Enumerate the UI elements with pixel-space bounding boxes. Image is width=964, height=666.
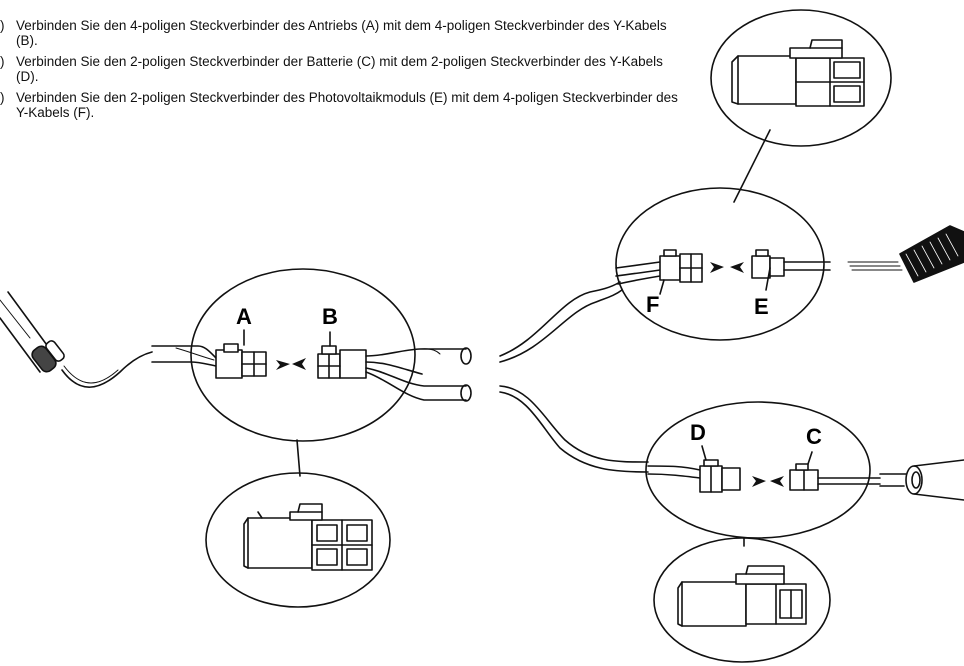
label-b: B bbox=[322, 304, 338, 329]
connector-fe-circle bbox=[615, 187, 825, 341]
step-text: Verbinden Sie den 4-poligen Steckverbind… bbox=[16, 18, 667, 48]
zoom-stem-ab bbox=[296, 439, 301, 477]
connector-d-icon bbox=[647, 445, 741, 493]
label-e: E bbox=[754, 294, 769, 319]
connector-b-icon bbox=[317, 331, 367, 379]
label-f: F bbox=[646, 292, 659, 317]
connector-dc-circle bbox=[645, 401, 871, 539]
pv-module-icon bbox=[847, 225, 964, 283]
motor-tube-icon bbox=[0, 291, 153, 388]
cable-to-battery bbox=[499, 385, 649, 473]
connector-a-icon bbox=[215, 329, 267, 379]
connector-ab-circle bbox=[190, 268, 416, 442]
connect-arrows-ab-icon bbox=[276, 358, 306, 370]
cable-left-a bbox=[151, 345, 217, 367]
instruction-step-3: ) Verbinden Sie den 2-poligen Steckverbi… bbox=[0, 90, 680, 120]
connect-arrows-fe-icon bbox=[710, 262, 744, 273]
label-a: A bbox=[236, 304, 252, 329]
connector-e-icon bbox=[751, 249, 831, 291]
instruction-step-1: ) Verbinden Sie den 4-poligen Steckverbi… bbox=[0, 18, 680, 48]
step-text: Verbinden Sie den 2-poligen Steckverbind… bbox=[16, 54, 663, 84]
step-text: Verbinden Sie den 2-poligen Steckverbind… bbox=[16, 90, 678, 120]
connector-c-icon bbox=[789, 451, 881, 491]
battery-icon bbox=[879, 459, 964, 501]
step-marker: ) bbox=[0, 18, 5, 33]
step-marker: ) bbox=[0, 54, 5, 69]
zoom-connector-4pin-icon bbox=[243, 503, 373, 571]
cable-y-split bbox=[365, 347, 472, 402]
label-d: D bbox=[690, 420, 706, 445]
zoom-circle-connector-fe bbox=[710, 9, 892, 147]
cable-to-pv bbox=[499, 281, 623, 363]
zoom-connector-2pin-bottom-icon bbox=[677, 565, 807, 627]
zoom-circle-connector-ab bbox=[205, 472, 391, 608]
label-c: C bbox=[806, 424, 822, 449]
connector-f-icon bbox=[615, 249, 703, 295]
zoom-connector-2pin-top-icon bbox=[731, 39, 865, 107]
instruction-step-2: ) Verbinden Sie den 2-poligen Steckverbi… bbox=[0, 54, 680, 84]
zoom-circle-connector-dc bbox=[653, 537, 831, 663]
instruction-list: ) Verbinden Sie den 4-poligen Steckverbi… bbox=[0, 18, 680, 126]
step-marker: ) bbox=[0, 90, 5, 105]
connect-arrows-dc-icon bbox=[752, 476, 784, 487]
